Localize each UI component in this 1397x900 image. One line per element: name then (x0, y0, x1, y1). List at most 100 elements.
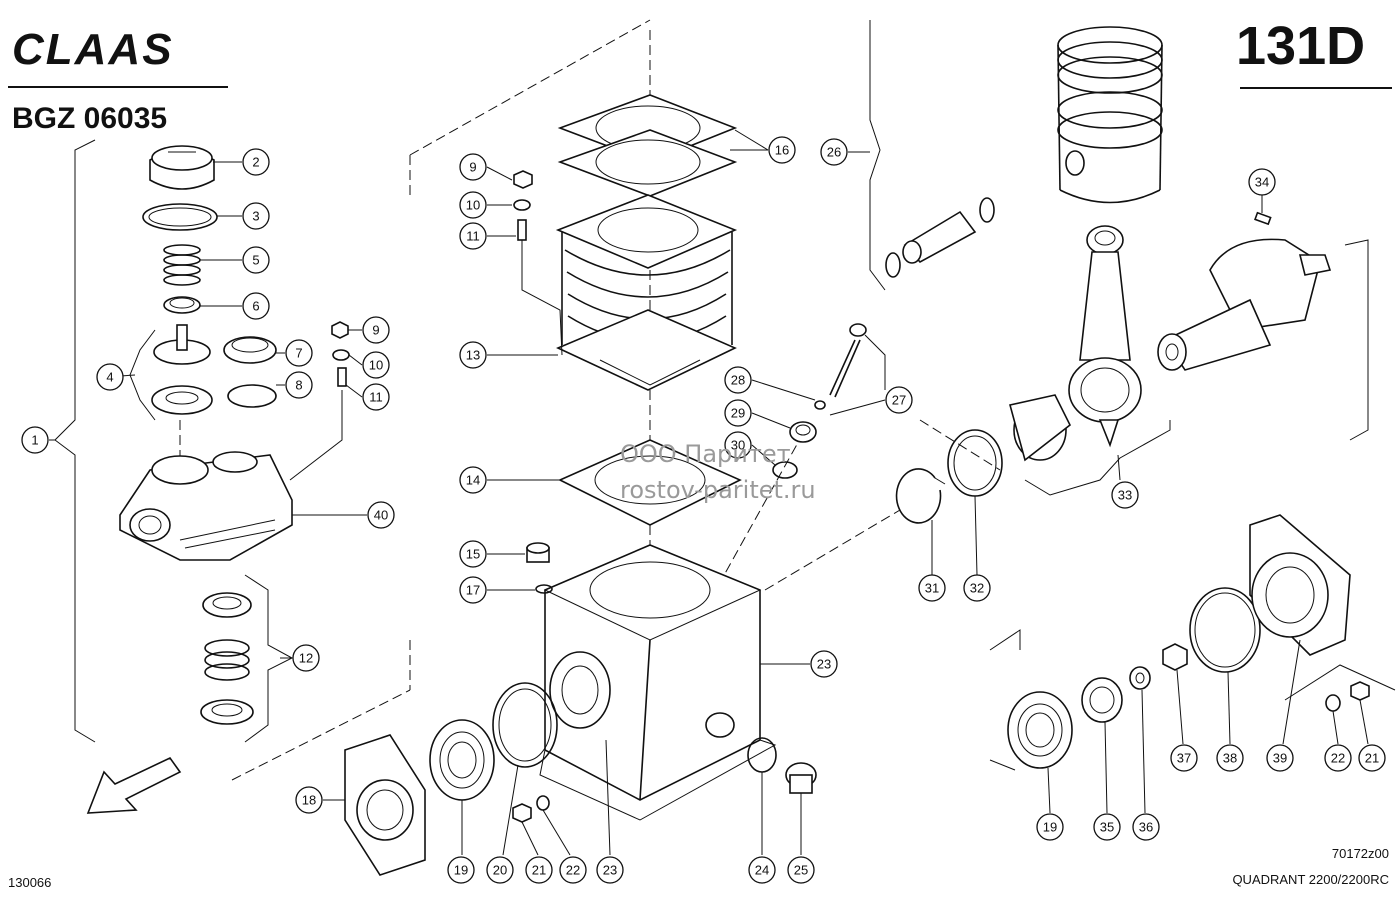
callout-14: 14 (459, 466, 487, 494)
seal-ring-part (227, 384, 277, 408)
group-bracket-lower-right-2 (989, 759, 1016, 771)
callout-37: 37 (1170, 744, 1198, 772)
svg-text:12: 12 (299, 651, 313, 666)
o-ring-20-inner (498, 688, 552, 762)
svg-text:4: 4 (106, 370, 113, 385)
svg-text:6: 6 (252, 299, 259, 314)
svg-text:18: 18 (302, 793, 316, 808)
callout-29: 29 (724, 399, 752, 427)
dipstick-27 (829, 323, 867, 398)
svg-text:11: 11 (466, 229, 480, 244)
piston-pin-circlip-right (979, 197, 995, 223)
svg-text:35: 35 (1100, 820, 1114, 835)
footer-model: QUADRANT 2200/2200RC (1232, 872, 1389, 887)
svg-text:17: 17 (466, 583, 480, 598)
ball-bearing-19-right (1007, 691, 1073, 769)
callout-40: 40 (367, 501, 395, 529)
svg-text:2: 2 (252, 155, 259, 170)
claas-logo: CLAAS (12, 25, 174, 74)
o-ring-28 (814, 400, 826, 410)
seal-ring-30 (772, 461, 798, 479)
callout-31: 31 (918, 574, 946, 602)
callout-21-right: 21 (1358, 744, 1386, 772)
nut-21-left (512, 803, 532, 823)
o-ring-part (142, 203, 218, 231)
callout-28: 28 (724, 366, 752, 394)
watermark-website: rostov-paritet.ru (620, 476, 816, 504)
svg-text:30: 30 (731, 438, 745, 453)
washer-22-left (536, 795, 550, 811)
bearing-cover-18 (344, 734, 426, 876)
svg-text:13: 13 (466, 348, 480, 363)
callout-2: 2 (242, 148, 270, 176)
callout-39: 39 (1266, 744, 1294, 772)
callout-27: 27 (885, 386, 913, 414)
svg-text:32: 32 (970, 581, 984, 596)
callout-23-side: 23 (810, 650, 838, 678)
callout-16: 16 (768, 136, 796, 164)
assembly-line-top (409, 19, 651, 156)
svg-text:40: 40 (374, 508, 388, 523)
svg-text:11: 11 (369, 390, 383, 405)
callout-18: 18 (295, 786, 323, 814)
watermark-company: ООО Паритет (620, 440, 791, 468)
callout-9-head: 9 (362, 316, 390, 344)
callout-22-right: 22 (1324, 744, 1352, 772)
washer-10 (332, 349, 350, 361)
callout-11-head: 11 (362, 383, 390, 411)
callout-17: 17 (459, 576, 487, 604)
cylinder-nut-9 (513, 170, 533, 189)
assembly-line-bottom (231, 689, 411, 781)
valve-insert-part (151, 324, 213, 415)
piston-pin-circlip-left (885, 252, 901, 278)
svg-text:29: 29 (731, 406, 745, 421)
svg-text:22: 22 (566, 863, 580, 878)
crankcase-housing (539, 544, 777, 821)
bearing-flange-39 (1249, 514, 1351, 656)
svg-text:34: 34 (1255, 175, 1269, 190)
svg-text:14: 14 (466, 473, 480, 488)
nut-21-right (1350, 681, 1370, 701)
callout-13: 13 (459, 341, 487, 369)
callout-12: 12 (292, 644, 320, 672)
page-code: 131D (1236, 16, 1365, 76)
cylinder-13 (555, 194, 738, 391)
callout-19-left: 19 (447, 856, 475, 884)
svg-text:27: 27 (892, 393, 906, 408)
cylinder-base-gasket-14 (558, 439, 742, 526)
connecting-rod (1068, 225, 1142, 448)
group-bracket-lower-right (989, 629, 1021, 651)
shaft-seal-35 (1081, 677, 1123, 723)
assembly-line-bearing (919, 419, 1001, 471)
circlip-31 (895, 468, 946, 524)
callout-5: 5 (242, 246, 270, 274)
cylinder-gasket-16 (557, 94, 738, 197)
drain-plug-25 (785, 762, 817, 794)
seal-ring-24 (747, 737, 777, 773)
callout-1: 1 (21, 426, 49, 454)
footer-left-code: 130066 (8, 875, 51, 890)
direction-arrow-icon (86, 756, 182, 814)
callout-34: 34 (1248, 168, 1276, 196)
key-34 (1254, 211, 1272, 226)
svg-text:39: 39 (1273, 751, 1287, 766)
svg-text:22: 22 (1331, 751, 1345, 766)
callout-10-cylinder: 10 (459, 191, 487, 219)
group-bracket-33 (1024, 420, 1171, 496)
callout-25: 25 (787, 856, 815, 884)
svg-text:7: 7 (295, 346, 302, 361)
svg-text:10: 10 (369, 358, 383, 373)
filler-neck-29 (789, 421, 817, 443)
seal-ring-17 (535, 584, 553, 594)
cylinder-washer-10 (513, 199, 531, 211)
callout-4: 4 (96, 363, 124, 391)
svg-text:19: 19 (1043, 820, 1057, 835)
callout-23-bottom: 23 (596, 856, 624, 884)
group-bracket-39 (1284, 664, 1396, 701)
svg-text:37: 37 (1177, 751, 1191, 766)
callout-10-head: 10 (362, 351, 390, 379)
callout-30: 30 (724, 431, 752, 459)
footer-drawing-code: 70172z00 (1332, 846, 1389, 861)
assembly-line-circlip (764, 509, 901, 591)
